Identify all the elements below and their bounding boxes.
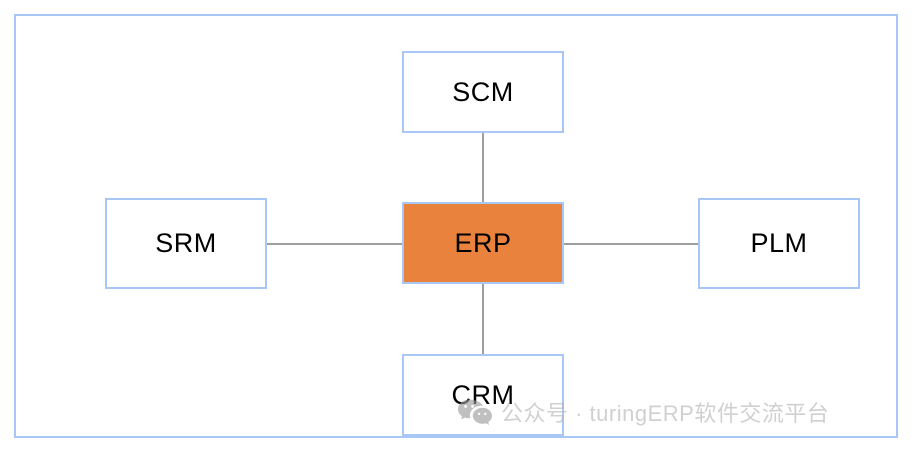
node-scm-label: SCM — [452, 76, 514, 107]
connector-erp-crm — [482, 283, 484, 355]
node-scm[interactable]: SCM — [402, 51, 564, 133]
node-crm-label: CRM — [451, 379, 515, 410]
connector-scm-erp — [482, 132, 484, 203]
node-srm-label: SRM — [155, 228, 217, 258]
node-erp[interactable]: ERP — [402, 202, 564, 284]
connector-srm-erp — [267, 243, 404, 245]
diagram-outer-frame: SCM SRM ERP PLM CRM — [14, 14, 898, 438]
node-erp-label: ERP — [454, 227, 512, 258]
node-crm[interactable]: CRM — [402, 354, 564, 436]
connector-erp-plm — [563, 243, 699, 245]
node-plm-label: PLM — [750, 228, 808, 258]
node-plm[interactable]: PLM — [698, 198, 860, 289]
node-srm[interactable]: SRM — [105, 198, 267, 289]
